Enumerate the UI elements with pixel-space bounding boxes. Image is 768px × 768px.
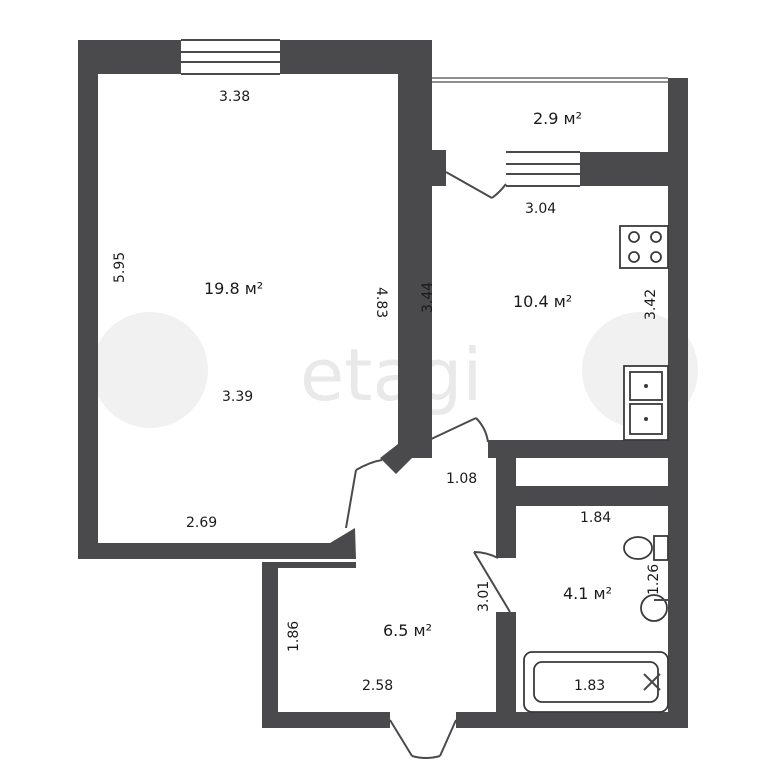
door-icon [389,719,457,759]
living-dim-center: 3.39 [222,389,253,405]
kitchen-dim-right: 3.42 [643,289,659,320]
living-dim-top: 3.38 [219,89,250,105]
wall-hall-left [262,562,278,728]
sink-icon [623,365,669,441]
wall-living-bottom-corner [330,528,356,559]
bathroom-dim-right: 1.26 [646,564,662,595]
wall-hall-right-top [496,458,516,558]
door-icon [345,459,383,529]
door-icon [411,417,489,449]
hall-dim-left: 1.86 [286,621,302,652]
wall-living-top-left [78,40,181,74]
window-icon [506,151,580,187]
window-icon [432,77,668,83]
window-icon [181,39,280,75]
wall-balcony-right [668,78,688,448]
wall-living-left [78,40,98,559]
living-dim-left: 5.95 [112,252,128,283]
wall-balcony-corner [412,150,446,186]
kitchen-dim-left: 3.44 [420,282,436,313]
wall-balcony-bottom-right [580,152,688,186]
wall-hall-left-top [262,562,356,568]
bathroom-dim-top: 1.84 [580,510,611,526]
washbasin-icon [640,594,668,622]
living-dim-right: 4.83 [373,287,389,318]
wall-hall-right-bottom [496,612,516,728]
wall-hall-bottom-left [262,712,390,728]
door-icon [445,171,507,199]
hall-dim-right: 3.01 [476,581,492,612]
bathtub-dim: 1.83 [574,678,605,694]
living-room-area: 19.8 м² [204,279,263,298]
wall-kitchen-left [398,186,414,444]
kitchen-dim-top: 3.04 [525,201,556,217]
kitchen-area: 10.4 м² [513,292,572,311]
wall-kitchen-bottom-right [488,440,688,458]
wall-living-bottom [78,543,340,559]
bathroom-area: 4.1 м² [563,584,612,603]
living-dim-bottom: 2.69 [186,515,217,531]
etagi-watermark: etagi [92,312,698,428]
hall-dim-top: 1.08 [446,471,477,487]
hall-dim-bottom: 2.58 [362,678,393,694]
wall-hall-upper-diag [380,444,412,474]
bathtub-icon [523,651,669,713]
wall-bath-right [668,458,688,728]
door-icon [473,551,511,613]
toilet-icon [623,535,669,561]
watermark-text: etagi [300,333,482,417]
balcony-area: 2.9 м² [533,109,582,128]
wall-storage-bottom [496,486,688,506]
stove-icon [619,225,669,269]
wall-hall-bottom-right [456,712,688,728]
hall-area: 6.5 м² [383,621,432,640]
